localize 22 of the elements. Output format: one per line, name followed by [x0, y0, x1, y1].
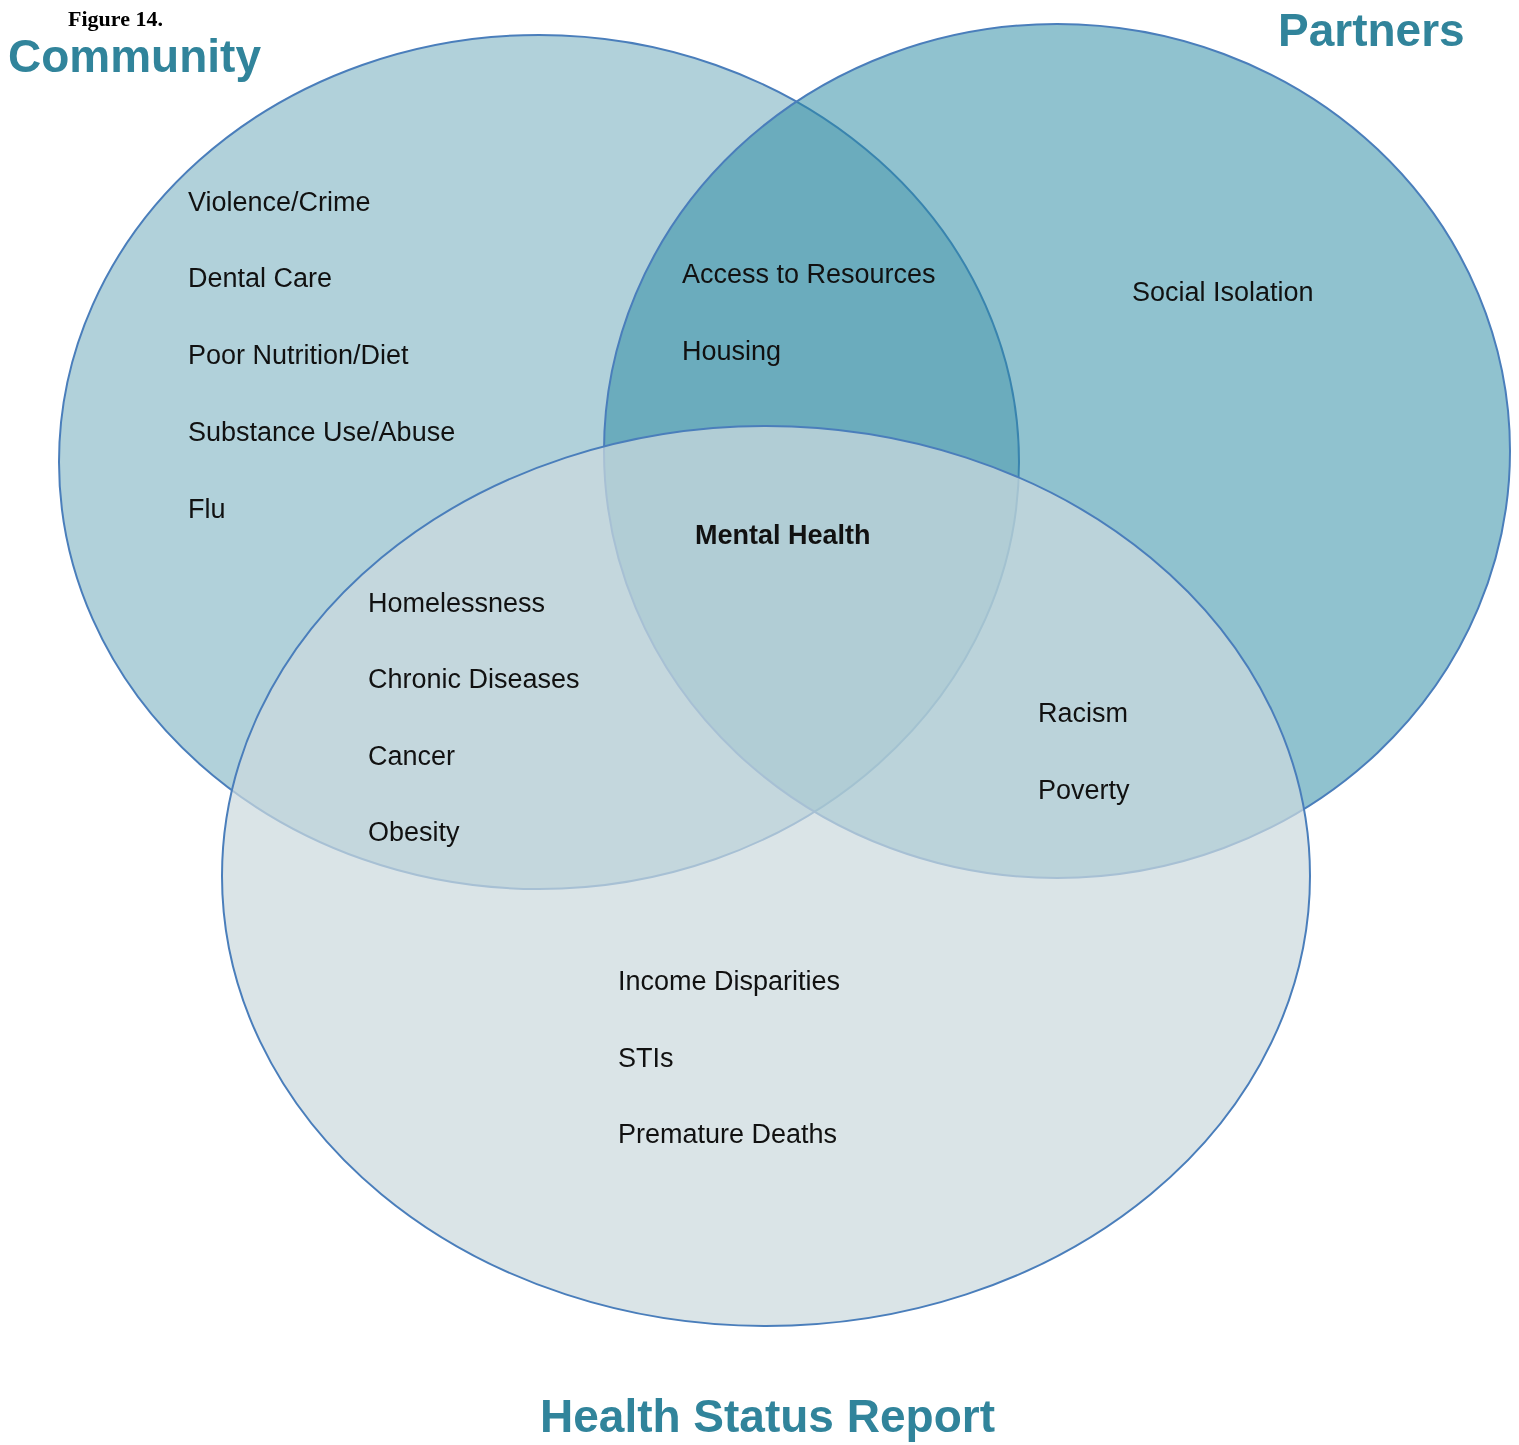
issue-label: Chronic Diseases [368, 664, 580, 694]
issue-label: Obesity [368, 817, 460, 847]
issue-label: Dental Care [188, 263, 333, 293]
issue-label: Social Isolation [1132, 277, 1314, 307]
figure-title: Figure 14. [68, 6, 163, 32]
set-title: Partners [1278, 4, 1465, 56]
issue-label: Violence/Crime [188, 187, 371, 217]
issue-label: STIs [618, 1043, 674, 1073]
set-title: Community [8, 30, 261, 82]
issue-label: Flu [188, 494, 226, 524]
issue-label: Income Disparities [618, 966, 841, 996]
issue-label: Cancer [368, 741, 456, 771]
issue-label: Mental Health [695, 520, 871, 550]
issue-label: Racism [1038, 698, 1128, 728]
issue-label: Housing [682, 336, 782, 366]
issue-label: Access to Resources [682, 259, 936, 289]
issue-label: Substance Use/Abuse [188, 417, 456, 447]
issue-label: Poverty [1038, 775, 1130, 805]
issue-label: Homelessness [368, 588, 546, 618]
set-title: Health Status Report [540, 1390, 995, 1442]
issue-label: Poor Nutrition/Diet [188, 340, 409, 370]
issue-label: Premature Deaths [618, 1119, 838, 1149]
